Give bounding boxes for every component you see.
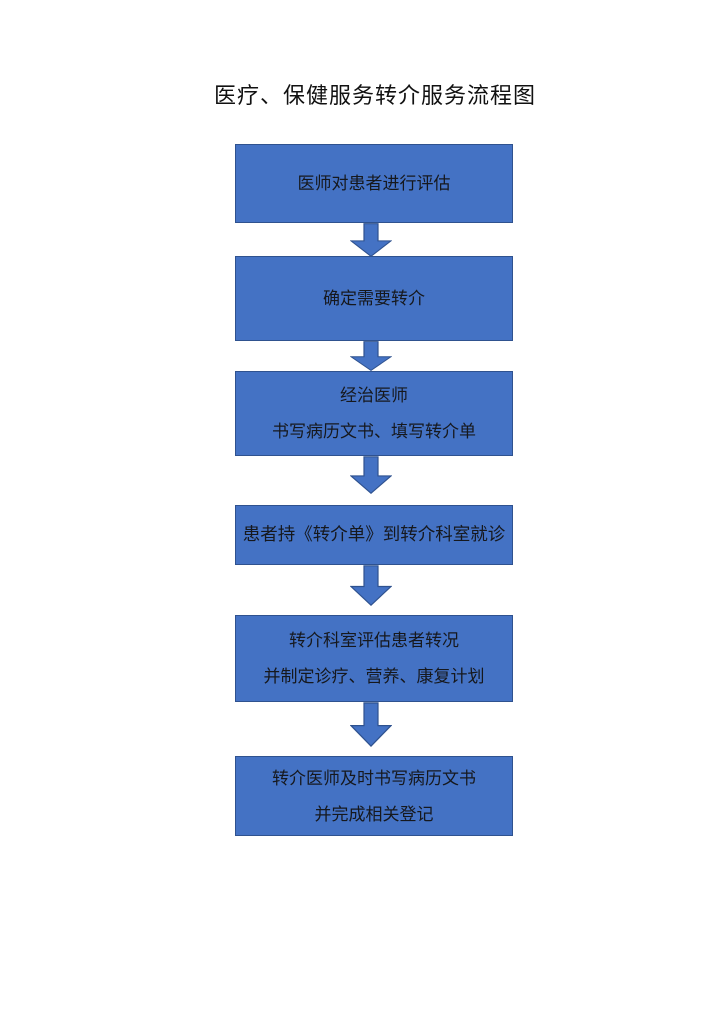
flow-step-3-text-line1: 经治医师 <box>340 386 408 405</box>
flow-step-2: 确定需要转介 <box>235 256 513 341</box>
flow-step-1-text: 医师对患者进行评估 <box>297 174 451 193</box>
down-arrow-icon-4 <box>350 565 392 606</box>
flow-step-3-text-line2: 书写病历文书、填写转介单 <box>272 422 476 441</box>
flow-step-5-text-line1: 转介科室评估患者转况 <box>289 631 459 650</box>
down-arrow-icon-5 <box>350 702 392 747</box>
flow-step-4: 患者持《转介单》到转介科室就诊 <box>235 505 513 565</box>
down-arrow-icon-2 <box>350 341 392 371</box>
flow-step-6-text-line1: 转介医师及时书写病历文书 <box>272 768 476 788</box>
down-arrow-icon-1 <box>350 223 392 257</box>
flow-step-4-text: 患者持《转介单》到转介科室就诊 <box>242 524 506 545</box>
flow-step-1: 医师对患者进行评估 <box>235 144 513 223</box>
diagram-title: 医疗、保健服务转介服务流程图 <box>213 83 536 108</box>
flow-step-3: 经治医师 书写病历文书、填写转介单 <box>235 371 513 456</box>
flow-step-6: 转介医师及时书写病历文书 并完成相关登记 <box>235 756 513 836</box>
flow-step-6-text-line2: 并完成相关登记 <box>314 804 434 824</box>
flow-step-2-text: 确定需要转介 <box>323 289 425 308</box>
down-arrow-icon-3 <box>350 456 392 494</box>
flow-step-5-text-line2: 并制定诊疗、营养、康复计划 <box>263 667 485 686</box>
flow-step-5: 转介科室评估患者转况 并制定诊疗、营养、康复计划 <box>235 615 513 702</box>
